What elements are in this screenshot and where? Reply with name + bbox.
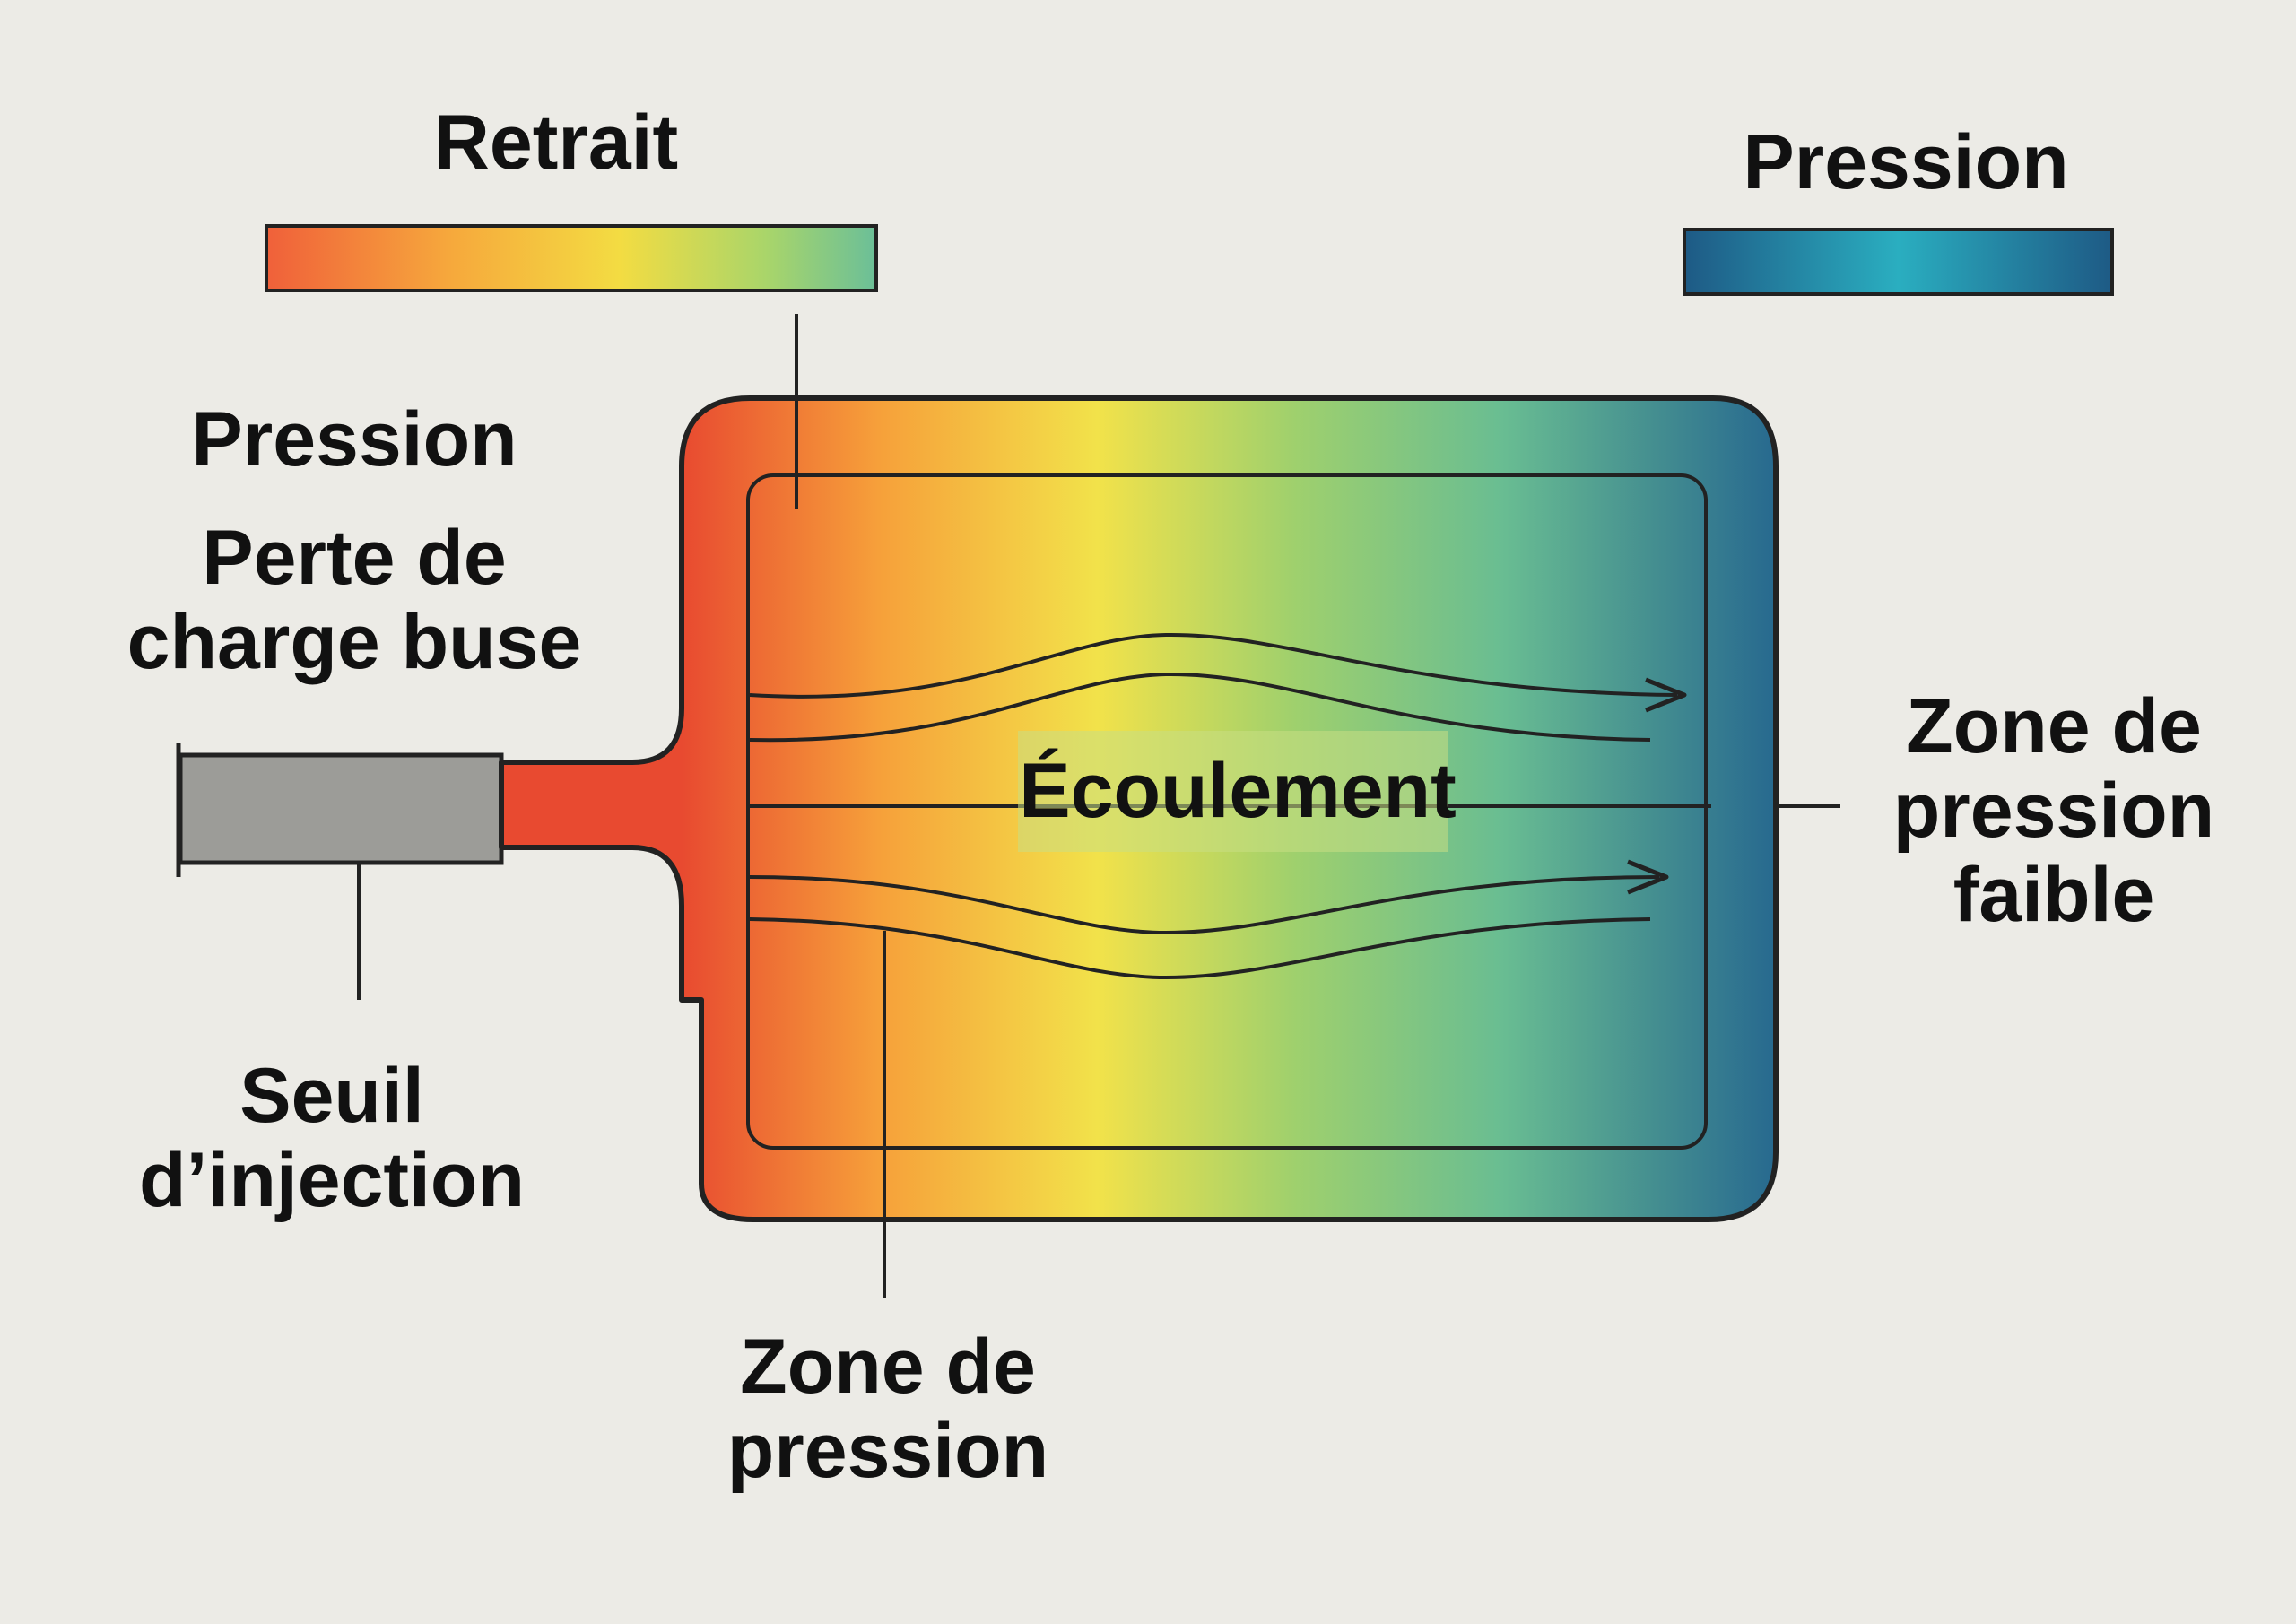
flow-arrowhead-upper <box>1645 677 1687 713</box>
flow-line-upper-2 <box>749 672 1651 743</box>
low-pressure-line-1: Zone de <box>1906 683 2202 769</box>
flow-label-backdrop <box>1018 731 1448 852</box>
gate-label-line-2: d’injection <box>139 1137 525 1223</box>
gate-label: Seuil d’injection <box>99 1054 565 1222</box>
nozzle-loss-line-2: charge buse <box>126 599 582 685</box>
low-pressure-zone-label: Zone de pression faible <box>1861 684 2247 937</box>
shrinkage-legend-title: Retrait <box>433 100 679 186</box>
gate-label-line-1: Seuil <box>239 1053 424 1139</box>
pressure-label: Pression <box>191 396 517 482</box>
mold-cavity <box>746 473 1708 1150</box>
flow-label: Écoulement <box>1019 748 1457 834</box>
low-pressure-line-2: pression <box>1892 768 2215 854</box>
flow-arrowhead-lower <box>1627 859 1669 895</box>
nozzle-loss-line-1: Perte de <box>202 515 507 601</box>
nozzle <box>178 752 504 865</box>
pressure-zone-line-1: Zone de <box>740 1324 1036 1410</box>
nozzle-loss-label: Perte de charge buse <box>103 516 605 684</box>
pressure-zone-line-2: pression <box>726 1408 1049 1494</box>
flow-line-lower-1 <box>749 875 1660 935</box>
pressure-zone-label: Zone de pression <box>682 1324 1094 1493</box>
low-pressure-line-3: faible <box>1952 852 2155 938</box>
shrinkage-color-bar <box>265 224 878 292</box>
pressure-legend-title: Pression <box>1743 119 2069 205</box>
pressure-color-bar <box>1683 228 2114 296</box>
flow-line-lower-2 <box>749 917 1651 980</box>
flow-line-upper-1 <box>749 632 1678 699</box>
